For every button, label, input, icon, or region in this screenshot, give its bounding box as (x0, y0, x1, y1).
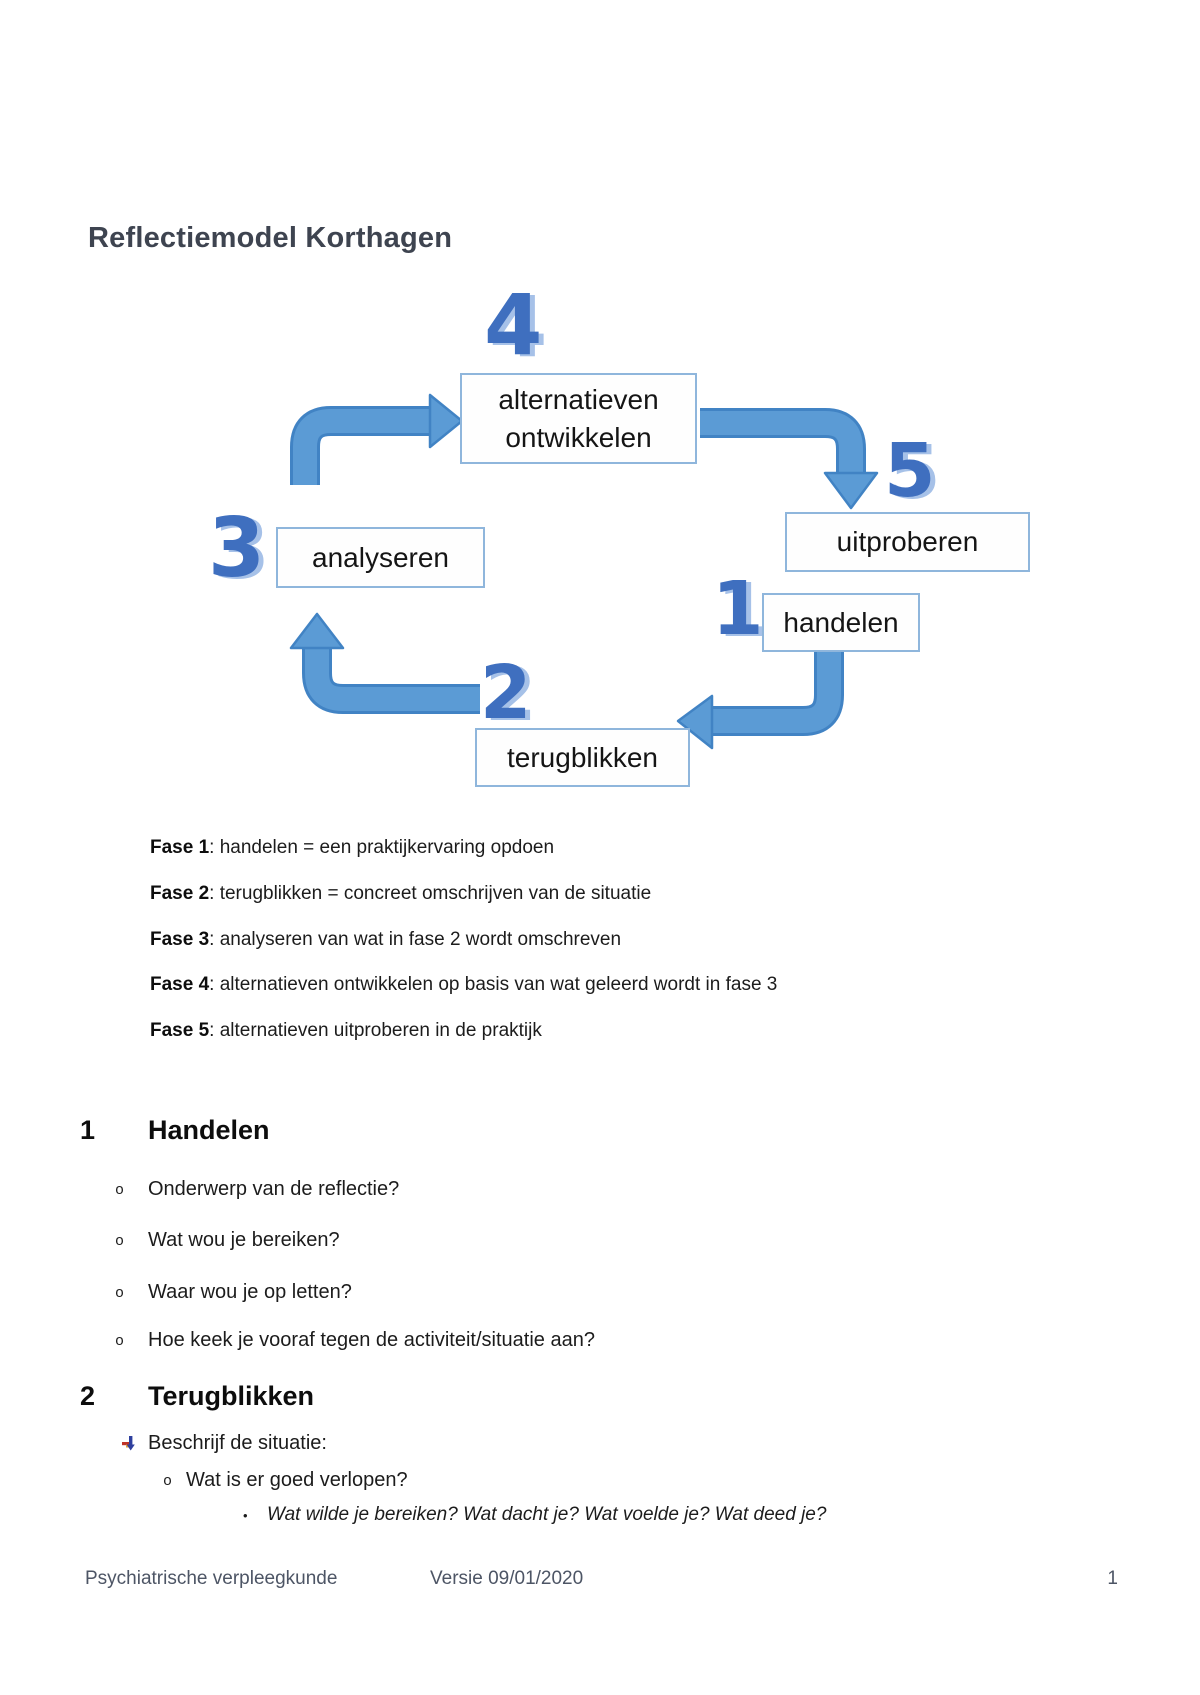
fase-4-label: Fase 4 (150, 974, 210, 995)
fase-4-text: : alternatieven ontwikkelen op basis van… (209, 974, 778, 995)
bullet-marker: o (115, 1333, 125, 1350)
bullet-marker: o (115, 1233, 125, 1250)
section-1-number: 1 (80, 1115, 96, 1145)
step-number-5: 5 (884, 428, 936, 514)
fase-1-text: : handelen = een praktijkervaring opdoen (209, 837, 555, 858)
arrow-1-to-2 (676, 652, 844, 750)
colored-arrow-bullet-icon (122, 1436, 135, 1451)
arrow-2-to-3 (289, 612, 480, 714)
fase-line-1: Fase 1: handelen = een praktijkervaring … (150, 837, 554, 859)
fase-3-text: : analyseren van wat in fase 2 wordt oms… (209, 929, 622, 950)
footer-course-name: Psychiatrische verpleegkunde (85, 1568, 338, 1589)
box-handelen-label: handelen (783, 606, 899, 638)
fase-5-label: Fase 5 (150, 1020, 210, 1041)
fase-2-text: : terugblikken = concreet omschrijven va… (209, 883, 652, 904)
fase-line-2: Fase 2: terugblikken = concreet omschrij… (150, 883, 651, 905)
fase-line-5: Fase 5: alternatieven uitproberen in de … (150, 1020, 542, 1042)
box-analyseren: analyseren (276, 527, 485, 588)
fase-5-text: : alternatieven uitproberen in de prakti… (209, 1020, 542, 1041)
fase-2-label: Fase 2 (150, 883, 210, 904)
box-analyseren-label: analyseren (312, 541, 449, 573)
step-number-2: 2 (480, 650, 532, 736)
fase-3-label: Fase 3 (150, 929, 210, 950)
arrow-4-to-5 (700, 408, 879, 510)
box-uitproberen: uitproberen (785, 512, 1030, 572)
bullet-marker: • (243, 1508, 248, 1523)
section-2-title: Terugblikken (148, 1381, 315, 1411)
box-alternatieven-line2: ontwikkelen (505, 421, 652, 453)
bullet-marker: o (115, 1182, 125, 1199)
fase-line-3: Fase 3: analyseren van wat in fase 2 wor… (150, 929, 621, 951)
section-1-title: Handelen (148, 1115, 270, 1145)
box-terugblikken-label: terugblikken (507, 741, 658, 773)
fase-line-4: Fase 4: alternatieven ontwikkelen op bas… (150, 974, 777, 996)
step-number-3: 3 (208, 501, 266, 596)
footer-page-number: 1 (1107, 1568, 1118, 1589)
bullet-wat-wou-je-bereiken: Wat wou je bereiken? (148, 1229, 340, 1251)
bullet-wat-wilde-je-bereiken: Wat wilde je bereiken? Wat dacht je? Wat… (267, 1504, 827, 1525)
arrow-3-to-4 (290, 393, 464, 485)
fase-1-label: Fase 1 (150, 837, 210, 858)
bullet-beschrijf-de-situatie: Beschrijf de situatie: (148, 1432, 327, 1454)
bullet-marker: o (115, 1285, 125, 1302)
bullet-waar-wou-je-op-letten: Waar wou je op letten? (148, 1281, 352, 1303)
step-number-1: 1 (712, 566, 764, 652)
box-alternatieven-line1: alternatieven (498, 383, 659, 415)
page-title: Reflectiemodel Korthagen (88, 222, 453, 254)
section-2-number: 2 (80, 1381, 96, 1411)
box-uitproberen-label: uitproberen (836, 526, 979, 558)
step-number-4: 4 (484, 276, 543, 374)
box-alternatieven-ontwikkelen: alternatieven ontwikkelen (460, 373, 697, 464)
bullet-marker: o (163, 1473, 173, 1490)
bullet-hoe-keek-je-vooraf: Hoe keek je vooraf tegen de activiteit/s… (148, 1329, 595, 1351)
footer-version: Versie 09/01/2020 (430, 1568, 584, 1589)
box-terugblikken: terugblikken (475, 728, 690, 787)
bullet-wat-is-er-goed-verlopen: Wat is er goed verlopen? (186, 1469, 408, 1491)
bullet-onderwerp: Onderwerp van de reflectie? (148, 1178, 400, 1200)
box-handelen: handelen (762, 593, 920, 652)
